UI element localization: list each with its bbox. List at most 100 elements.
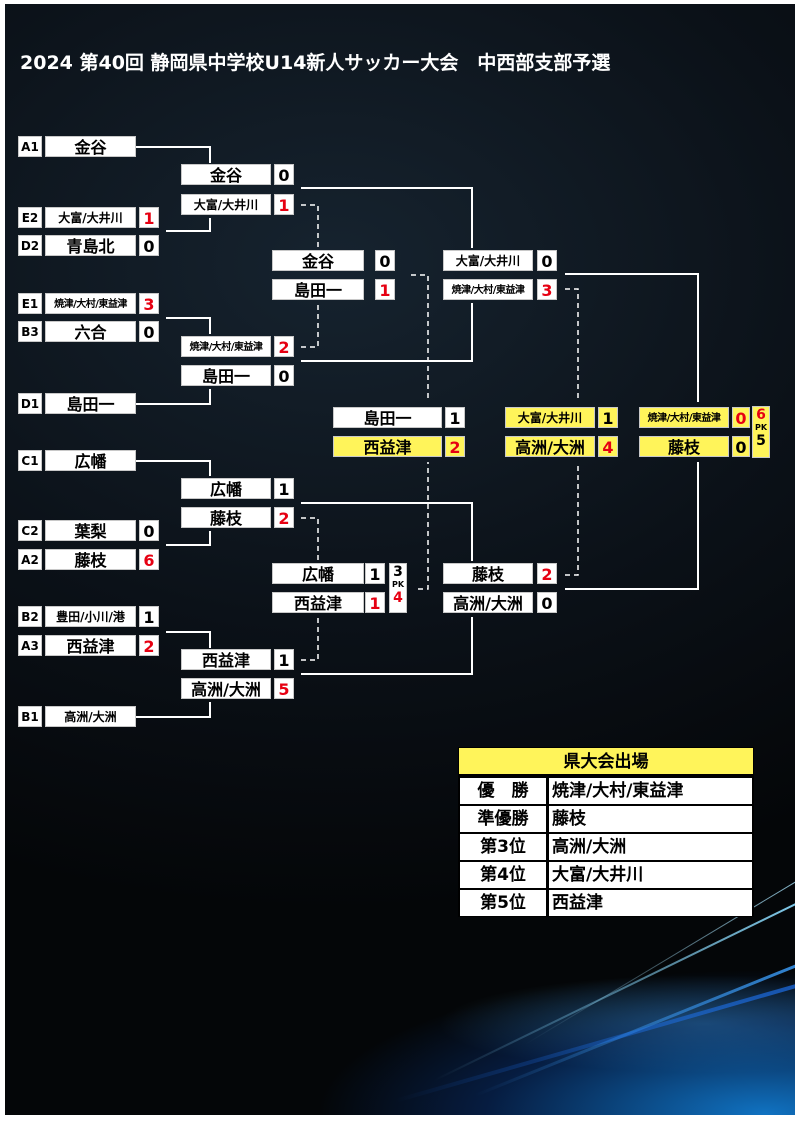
seed-code: B3 (18, 321, 42, 342)
result-label: 第5位 (460, 890, 546, 916)
team-name: 西益津 (272, 592, 364, 613)
match-score: 1 (375, 279, 395, 300)
team-name: 金谷 (181, 164, 271, 185)
pk-score: 6 (756, 407, 766, 423)
seed-code: C2 (18, 520, 42, 541)
team-name: 高洲/大洲 (45, 706, 136, 727)
bracket-line (565, 273, 699, 402)
match-score: 0 (274, 365, 294, 386)
team-name: 葉梨 (45, 520, 136, 541)
bracket-line-dashed (301, 617, 319, 661)
match-score: 1 (598, 407, 618, 428)
team-name: 藤枝 (181, 507, 271, 528)
team-name: 島田一 (333, 407, 442, 428)
match-score: 4 (598, 436, 618, 457)
seed-code: A2 (18, 549, 42, 570)
bracket-line-dashed (418, 462, 429, 590)
team-name: 焼津/大村/東益津 (45, 293, 136, 314)
team-name: 焼津/大村/東益津 (639, 407, 729, 428)
match-score: 6 (139, 549, 159, 570)
team-name: 藤枝 (45, 549, 136, 570)
match-score: 0 (537, 250, 557, 271)
team-name: 高洲/大洲 (505, 436, 595, 457)
match-score: 3 (537, 279, 557, 300)
seed-code: E1 (18, 293, 42, 314)
result-team: 西益津 (549, 890, 752, 916)
match-score: 3 (139, 293, 159, 314)
result-label: 第4位 (460, 862, 546, 888)
team-name: 金谷 (272, 250, 364, 271)
bracket-line (166, 218, 211, 232)
team-name: 高洲/大洲 (181, 678, 271, 699)
results-header: 県大会出場 (458, 747, 754, 775)
match-score: 1 (365, 592, 385, 613)
match-score: 2 (139, 635, 159, 656)
team-name: 広幡 (45, 450, 136, 471)
match-score: 0 (139, 235, 159, 256)
result-label: 優 勝 (460, 778, 546, 804)
poster-background (5, 4, 795, 1115)
match-score: 0 (139, 321, 159, 342)
pk-label: PK (391, 580, 405, 589)
bracket-line (166, 531, 211, 546)
bracket-line (136, 702, 211, 718)
match-score: 0 (732, 407, 750, 428)
bracket-line-dashed (301, 303, 319, 348)
match-score: 2 (274, 336, 294, 357)
pk-label: PK (754, 423, 768, 432)
bracket-line (166, 317, 211, 334)
result-team: 大富/大井川 (549, 862, 752, 888)
seed-code: C1 (18, 450, 42, 471)
match-score: 1 (139, 606, 159, 627)
bracket-line (166, 631, 211, 648)
seed-code: D1 (18, 393, 42, 414)
result-team: 焼津/大村/東益津 (549, 778, 752, 804)
bracket-line (136, 460, 211, 476)
team-name: 西益津 (333, 436, 442, 457)
pk-score-box: 6 PK 5 (752, 406, 770, 458)
team-name: 青島北 (45, 235, 136, 256)
bracket-line (301, 187, 473, 248)
bracket-line-dashed (565, 288, 579, 402)
team-name: 島田一 (272, 279, 364, 300)
tournament-title: 2024 第40回 静岡県中学校U14新人サッカー大会 中西部支部予選 (20, 52, 611, 74)
team-name: 大富/大井川 (505, 407, 595, 428)
seed-code: B2 (18, 606, 42, 627)
team-name: 大富/大井川 (45, 207, 136, 228)
team-name: 島田一 (45, 393, 136, 414)
results-table: 県大会出場 優 勝 焼津/大村/東益津 準優勝 藤枝 第3位 高洲/大洲 第4位… (458, 747, 754, 917)
pk-score: 4 (393, 590, 403, 606)
team-name: 焼津/大村/東益津 (181, 336, 271, 357)
team-name: 豊田/小川/港 (45, 606, 136, 627)
match-score: 0 (274, 164, 294, 185)
bracket-line-dashed (411, 274, 429, 402)
seed-code: D2 (18, 235, 42, 256)
bracket-line (136, 389, 211, 405)
match-score: 0 (375, 250, 395, 271)
seed-code: E2 (18, 207, 42, 228)
match-score: 0 (537, 592, 557, 613)
team-name: 島田一 (181, 365, 271, 386)
match-score: 2 (537, 563, 557, 584)
team-name: 藤枝 (639, 436, 729, 457)
team-name: 金谷 (45, 136, 136, 157)
seed-code: B1 (18, 706, 42, 727)
match-score: 1 (445, 407, 465, 428)
match-score: 2 (274, 507, 294, 528)
match-score: 1 (274, 478, 294, 499)
team-name: 高洲/大洲 (443, 592, 533, 613)
match-score: 1 (274, 194, 294, 215)
pk-score: 3 (393, 564, 403, 580)
result-label: 第3位 (460, 834, 546, 860)
bracket-line-dashed (301, 517, 319, 561)
seed-code: A3 (18, 635, 42, 656)
team-name: 西益津 (181, 649, 271, 670)
result-team: 藤枝 (549, 806, 752, 832)
match-score: 1 (274, 649, 294, 670)
bracket-line (301, 502, 473, 561)
bracket-line-dashed (301, 204, 319, 248)
match-score: 0 (732, 436, 750, 457)
result-team: 高洲/大洲 (549, 834, 752, 860)
